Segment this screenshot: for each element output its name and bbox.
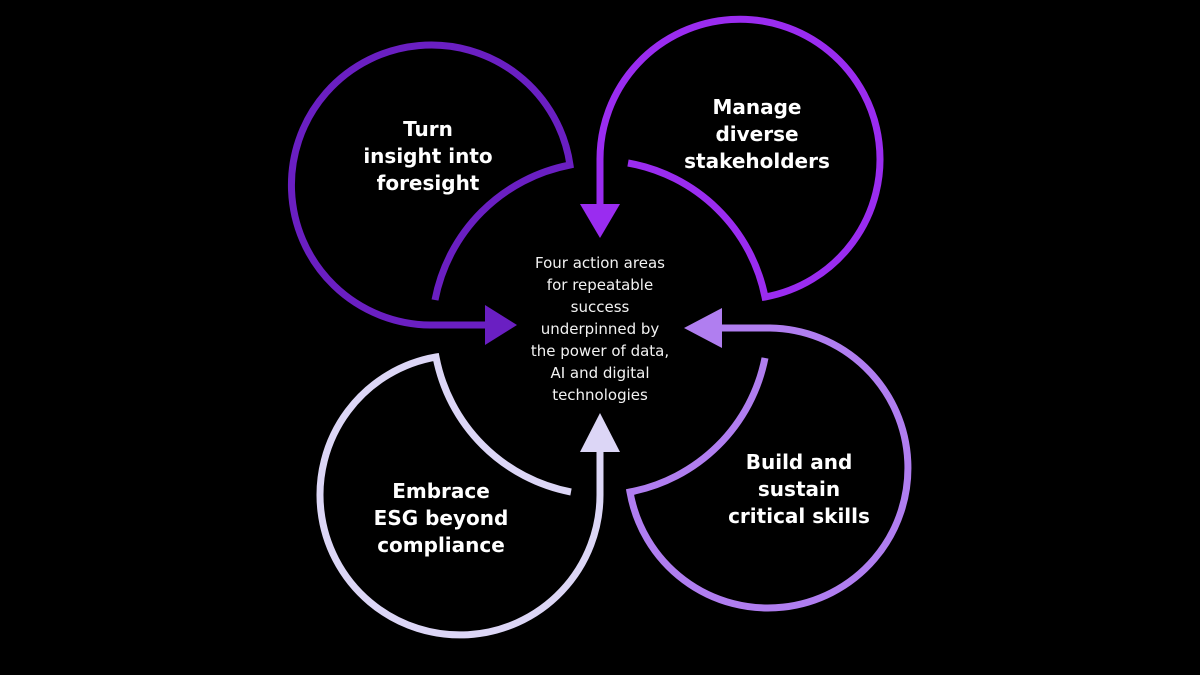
arrow-down-icon — [580, 204, 620, 238]
loop-arc-bottom-right — [625, 324, 912, 612]
center-description: Four action areas for repeatable success… — [530, 254, 670, 404]
loop-arc-top-right — [596, 15, 884, 302]
arrow-up-icon — [580, 413, 620, 452]
loop-embrace-esg — [316, 352, 620, 639]
arrow-right-icon — [485, 305, 517, 345]
loop-label-build-skills: Build and sustain critical skills — [728, 450, 870, 528]
loop-turn-insight — [287, 41, 574, 345]
loop-label-manage-stakeholders: Manage diverse stakeholders — [684, 95, 830, 173]
loop-arc-bottom-left — [316, 352, 604, 639]
loop-build-skills — [625, 308, 912, 612]
loop-arc-top-left — [287, 41, 574, 329]
arrow-left-icon — [684, 308, 722, 348]
loop-label-turn-insight: Turn insight into foresight — [363, 117, 493, 195]
loop-label-embrace-esg: Embrace ESG beyond compliance — [373, 479, 509, 557]
loop-manage-stakeholders — [580, 15, 884, 302]
